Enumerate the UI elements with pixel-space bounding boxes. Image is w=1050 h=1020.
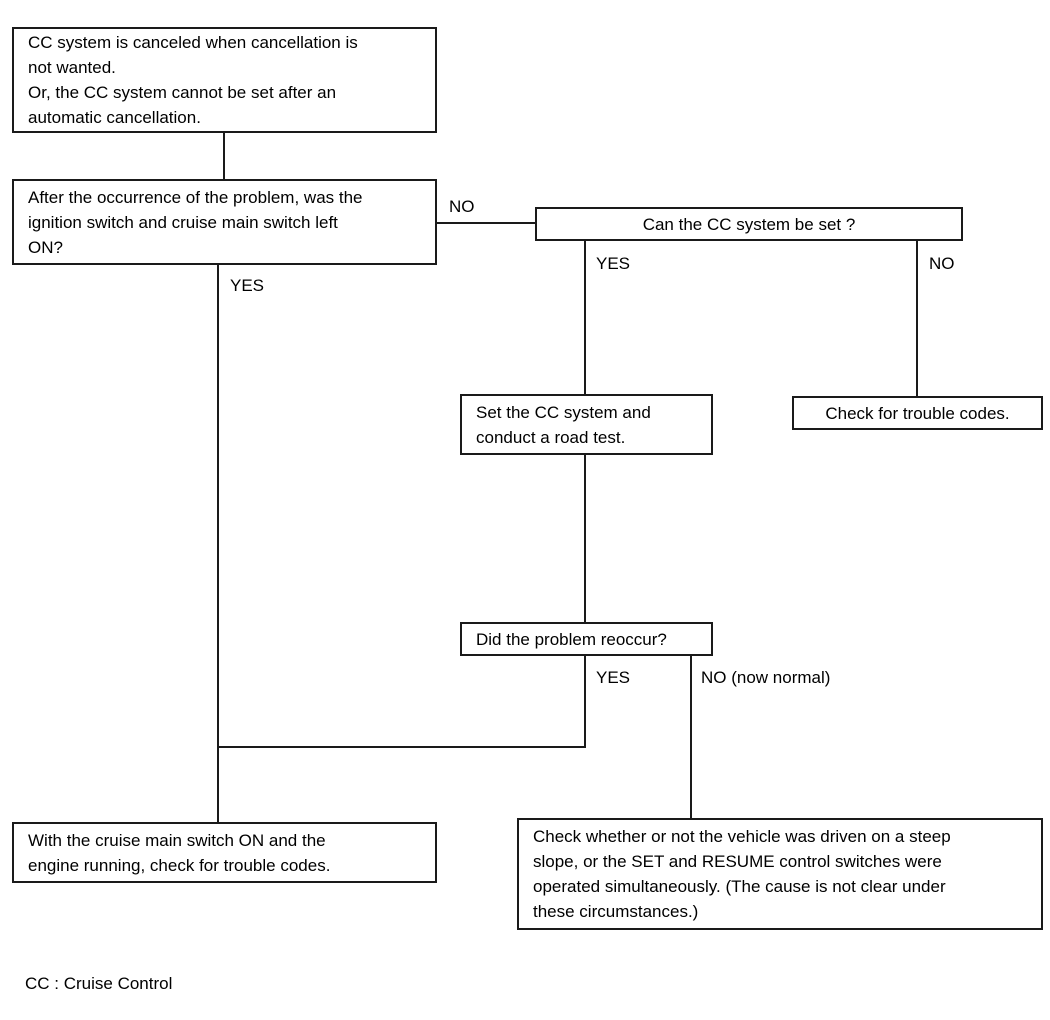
- node-q-can-set-text: Can the CC system be set ?: [642, 214, 856, 234]
- connector-canset-yes-down: [584, 241, 586, 394]
- legend-abbreviation: CC : Cruise Control: [25, 974, 173, 993]
- label-no-reoccur: NO (now normal): [701, 668, 831, 687]
- connector-reoccur-no-down: [690, 656, 692, 818]
- node-check-codes-left: With the cruise main switch ON and the e…: [12, 822, 437, 883]
- label-yes-canset: YES: [596, 254, 631, 273]
- node-q-reoccur: Did the problem reoccur?: [460, 622, 713, 656]
- node-check-codes-left-text: With the cruise main switch ON and the e…: [28, 830, 331, 875]
- node-check-codes-right: Check for trouble codes.: [792, 396, 1043, 430]
- node-symptom-text: CC system is canceled when cancellation …: [28, 33, 358, 127]
- node-symptom: CC system is canceled when cancellation …: [12, 27, 437, 133]
- connector-question-no-to-canset: [437, 222, 535, 224]
- node-q-ignition-text: After the occurrence of the problem, was…: [28, 187, 363, 257]
- connector-canset-no-down: [916, 241, 918, 396]
- label-no-ignition: NO: [449, 197, 475, 216]
- connector-reoccur-yes-left: [217, 746, 586, 748]
- node-q-ignition: After the occurrence of the problem, was…: [12, 179, 437, 265]
- node-set-road-test-text: Set the CC system and conduct a road tes…: [476, 402, 651, 447]
- connector-roadtest-to-reoccur: [584, 455, 586, 622]
- node-check-steep-slope-text: Check whether or not the vehicle was dri…: [533, 827, 951, 921]
- connector-symptom-to-question: [223, 133, 225, 179]
- node-set-road-test: Set the CC system and conduct a road tes…: [460, 394, 713, 455]
- label-no-canset: NO: [929, 254, 955, 273]
- label-yes-reoccur: YES: [596, 668, 631, 687]
- connector-question-yes-down: [217, 265, 219, 822]
- node-q-can-set: Can the CC system be set ?: [535, 207, 963, 241]
- node-check-steep-slope: Check whether or not the vehicle was dri…: [517, 818, 1043, 930]
- label-yes-ignition: YES: [230, 276, 265, 295]
- connector-reoccur-yes-down: [584, 656, 586, 747]
- node-check-codes-right-text: Check for trouble codes.: [825, 403, 1010, 423]
- node-q-reoccur-text: Did the problem reoccur?: [476, 629, 667, 649]
